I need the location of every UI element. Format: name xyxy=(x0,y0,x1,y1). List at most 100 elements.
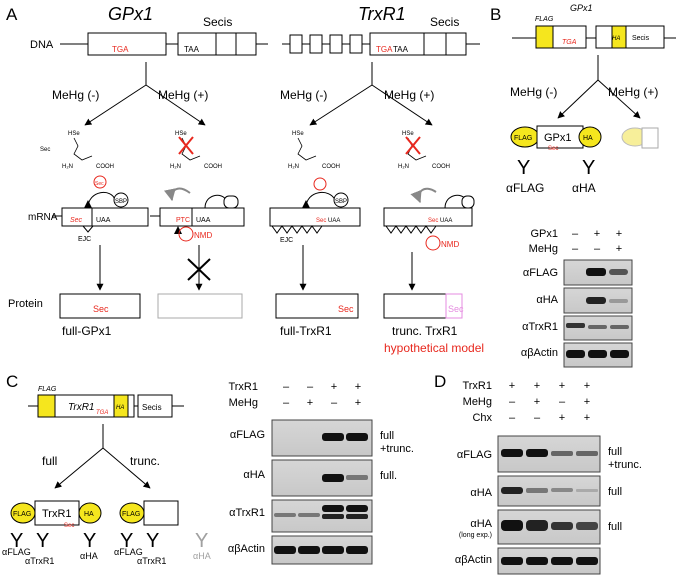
trxr1-mrna2-sec: Sec xyxy=(428,218,438,224)
c-branch-left xyxy=(54,447,104,489)
c-row-ha: αHA xyxy=(243,469,265,481)
trxr1-nmd-circle xyxy=(425,235,441,251)
trxr1-mrna2-box xyxy=(383,207,473,227)
trxr1-exon-2 xyxy=(309,34,323,54)
d-row-actin: αβActin xyxy=(455,554,492,566)
c-trxr1-text: TrxR1 xyxy=(42,508,72,520)
c-row-trxr1: αTrxR1 xyxy=(229,507,265,519)
c-flag-label: FLAG xyxy=(38,386,57,393)
c-ha-tag xyxy=(113,394,129,418)
b-band-ha-2 xyxy=(586,297,606,304)
d-note-full: full xyxy=(608,446,622,458)
ptc-text: PTC xyxy=(176,217,190,224)
mol-sec-label: Sec xyxy=(40,147,50,153)
sec-molecule-trxr1: HSe H₂N COOH xyxy=(288,131,340,170)
b-c12: + xyxy=(616,243,622,255)
d-c20: – xyxy=(509,412,516,424)
d-band-ha-4 xyxy=(576,489,598,492)
trxr1-last-exon xyxy=(369,32,467,56)
sec-trna-circle xyxy=(93,175,107,189)
c-trunc-label: trunc. xyxy=(130,454,160,468)
b-band-flag-3 xyxy=(609,269,628,275)
mol4-h2n: H₂N xyxy=(398,164,409,170)
panel-d-letter: D xyxy=(434,372,446,391)
dna-label: DNA xyxy=(30,39,54,51)
gpx1-protein-box xyxy=(59,293,141,319)
trxr1-result-trunc: trunc. TrxR1 xyxy=(392,324,458,338)
c-band-act-4 xyxy=(346,546,368,554)
d-band-hal-4 xyxy=(576,522,598,530)
gpx1-result: full-GPx1 xyxy=(62,324,112,338)
c-branch-right xyxy=(102,447,151,489)
d-band-flag-4 xyxy=(576,451,598,456)
gpx1-gene: GPx1 Secis DNA TGA TAA xyxy=(30,4,268,56)
mrna2-loop xyxy=(204,194,227,209)
d-band-act-4 xyxy=(576,557,598,565)
c-y-1: Y xyxy=(10,530,23,552)
b-tga: TGA xyxy=(562,39,577,46)
d-cond-trxr1: TrxR1 xyxy=(462,380,492,392)
gpx1-title: GPx1 xyxy=(108,4,153,24)
c-y-5: Y xyxy=(146,530,159,552)
mrna2-uaa: UAA xyxy=(196,217,211,224)
c-ab-5: αTrxR1 xyxy=(137,556,166,566)
d-c02: + xyxy=(559,380,565,392)
trxr1-exon-3 xyxy=(329,34,343,54)
grey-arrow xyxy=(164,187,191,202)
panel-a-letter: A xyxy=(6,5,18,24)
trunc-protein-tail xyxy=(445,293,463,319)
trxr1-mehg-minus: MeHg (-) xyxy=(280,88,327,102)
d-c11: + xyxy=(534,396,540,408)
c-c13: + xyxy=(355,397,361,409)
b-row-flag: αFLAG xyxy=(523,267,558,279)
d-band-flag-3 xyxy=(551,451,573,456)
gpx1-mrna-nmd: PTC UAA NMD xyxy=(150,187,245,242)
b-band-act-2 xyxy=(588,350,607,358)
mol3-cooh: COOH xyxy=(322,164,340,170)
b-branch-left xyxy=(557,79,599,119)
gpx1-branch-right xyxy=(145,84,206,126)
empty-protein-box xyxy=(157,293,243,319)
ribosome-tri-2 xyxy=(174,226,182,234)
d-row-ha-long: αHA xyxy=(470,518,492,530)
b-band-act-3 xyxy=(610,350,629,358)
mrna-label: mRNA xyxy=(28,212,58,223)
c-trxr1-box xyxy=(34,500,80,526)
c-y-3: Y xyxy=(83,530,96,552)
b-secis: Secis xyxy=(632,35,650,42)
hypothetical-label: hypothetical model xyxy=(384,341,484,355)
mol-bonds xyxy=(73,137,93,161)
c-band-act-2 xyxy=(298,546,320,554)
mol-bonds-2 xyxy=(181,137,201,161)
sbp-circle xyxy=(113,192,129,208)
c-band-trx-4a xyxy=(346,505,368,512)
c-ab-6: αHA xyxy=(193,551,211,561)
d-row-ha: αHA xyxy=(470,487,492,499)
sec-molecule-crossed: HSe H₂N COOH xyxy=(170,131,222,170)
c-full-label: full xyxy=(42,454,57,468)
mol-hse: HSe xyxy=(68,131,80,137)
d-cond-chx: Chx xyxy=(472,412,492,424)
trxr1-sbp-text: SBP xyxy=(335,199,347,205)
gpx1-branch-left xyxy=(84,84,147,126)
c-note-trunc: +trunc. xyxy=(380,443,414,455)
c-c11: + xyxy=(307,397,313,409)
b-gpx1-text: GPx1 xyxy=(544,132,572,144)
b-y-antibody-2: Y xyxy=(582,157,595,179)
b-cond-gpx1: GPx1 xyxy=(530,228,558,240)
d-cond-mehg: MeHg xyxy=(463,396,492,408)
b-flag-label: FLAG xyxy=(535,16,554,23)
mol4-hse: HSe xyxy=(402,131,414,137)
b-c11: – xyxy=(594,243,601,255)
c-band-trx-1 xyxy=(274,513,296,517)
b-row-trxr1: αTrxR1 xyxy=(522,321,558,333)
b-band-trx-3 xyxy=(610,325,629,329)
c-ha-blob-text: HA xyxy=(84,511,94,518)
b-sec-text: Sec xyxy=(548,146,558,152)
c-band-act-1 xyxy=(274,546,296,554)
b-branch-right xyxy=(597,79,641,119)
trxr1-sbp xyxy=(333,192,349,208)
b-band-trx-2 xyxy=(588,325,607,329)
mol3-h2n: H₂N xyxy=(288,164,299,170)
b-band-ha-3 xyxy=(609,299,628,303)
